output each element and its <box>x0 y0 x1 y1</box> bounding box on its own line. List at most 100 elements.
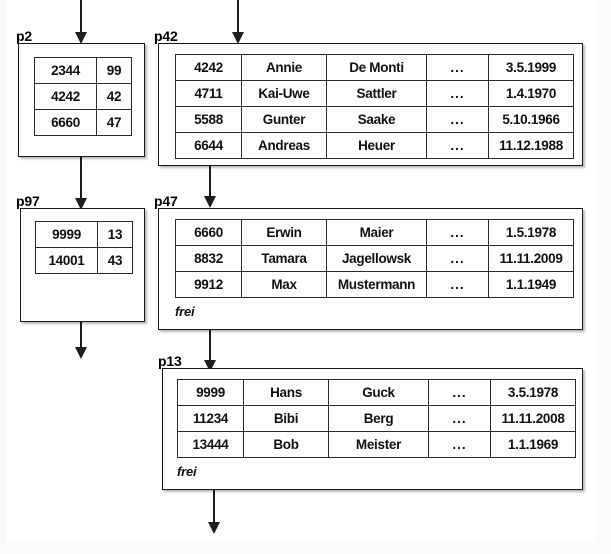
cell-id: 5588 <box>175 106 242 133</box>
cell-lastname: Berg <box>328 405 429 432</box>
cell-key: 2344 <box>34 57 97 84</box>
table-row[interactable]: 6660 Erwin Maier ... 1.5.1978 <box>175 219 574 246</box>
page-label-p13: p13 <box>158 353 182 369</box>
page-label-p42: p42 <box>154 28 178 44</box>
cell-lastname: Maier <box>326 219 427 246</box>
cell-id: 9912 <box>175 271 242 298</box>
table-row[interactable]: 14001 43 <box>35 247 133 274</box>
cell-id: 8832 <box>175 245 242 272</box>
record-table-p42: 4242 Annie De Monti ... 3.5.1999 4711 Ka… <box>175 54 574 159</box>
arrow-into-p2 <box>75 0 87 44</box>
table-row[interactable]: 9999 13 <box>35 221 133 248</box>
cell-key: 6660 <box>34 109 97 136</box>
page-label-p97: p97 <box>16 193 40 209</box>
page-block-p13[interactable]: 9999 Hans Guck ... 3.5.1978 11234 Bibi B… <box>162 368 583 490</box>
cell-pointer: 43 <box>97 247 133 274</box>
cell-pointer: 42 <box>96 83 132 110</box>
cell-ellipsis: ... <box>426 245 489 272</box>
cell-key: 9999 <box>35 221 98 248</box>
cell-firstname: Gunter <box>241 106 327 133</box>
cell-firstname: Andreas <box>241 132 327 159</box>
canvas-left-edge <box>0 0 6 554</box>
page-block-p97[interactable]: 9999 13 14001 43 <box>20 208 145 322</box>
table-row[interactable]: 6644 Andreas Heuer ... 11.12.1988 <box>175 132 574 159</box>
cell-ellipsis: ... <box>426 132 489 159</box>
cell-id: 4711 <box>175 80 242 107</box>
cell-firstname: Bob <box>243 431 329 458</box>
cell-date: 11.11.2009 <box>488 245 574 272</box>
cell-key: 4242 <box>34 83 97 110</box>
table-row[interactable]: 8832 Tamara Jagellowsk ... 11.11.2009 <box>175 245 574 272</box>
cell-pointer: 13 <box>97 221 133 248</box>
cell-lastname: De Monti <box>326 54 427 81</box>
cell-firstname: Erwin <box>241 219 327 246</box>
cell-pointer: 47 <box>96 109 132 136</box>
cell-date: 5.10.1966 <box>488 106 574 133</box>
arrow-into-p42 <box>232 0 244 44</box>
canvas-right-edge <box>595 0 611 554</box>
table-row[interactable]: 4711 Kai-Uwe Sattler ... 1.4.1970 <box>175 80 574 107</box>
cell-date: 3.5.1999 <box>488 54 574 81</box>
page-block-p47[interactable]: 6660 Erwin Maier ... 1.5.1978 8832 Tamar… <box>158 208 583 330</box>
cell-firstname: Annie <box>241 54 327 81</box>
cell-firstname: Bibi <box>243 405 329 432</box>
table-row[interactable]: 4242 42 <box>34 83 132 110</box>
cell-date: 1.1.1969 <box>490 431 576 458</box>
cell-ellipsis: ... <box>426 271 489 298</box>
table-row[interactable]: 2344 99 <box>34 57 132 84</box>
canvas-bottom-edge <box>0 542 611 554</box>
cell-ellipsis: ... <box>426 106 489 133</box>
cell-pointer: 99 <box>96 57 132 84</box>
arrow-p13-down <box>208 490 220 534</box>
page-block-p2[interactable]: 2344 99 4242 42 6660 47 <box>18 43 145 157</box>
cell-key: 14001 <box>35 247 98 274</box>
cell-ellipsis: ... <box>426 54 489 81</box>
cell-firstname: Kai-Uwe <box>241 80 327 107</box>
cell-date: 1.4.1970 <box>488 80 574 107</box>
cell-id: 6660 <box>175 219 242 246</box>
cell-firstname: Tamara <box>241 245 327 272</box>
cell-lastname: Saake <box>326 106 427 133</box>
table-row[interactable]: 4242 Annie De Monti ... 3.5.1999 <box>175 54 574 81</box>
record-table-p13: 9999 Hans Guck ... 3.5.1978 11234 Bibi B… <box>177 379 576 458</box>
cell-ellipsis: ... <box>428 405 491 432</box>
cell-lastname: Guck <box>328 379 429 406</box>
cell-id: 9999 <box>177 379 244 406</box>
table-row[interactable]: 9912 Max Mustermann ... 1.1.1949 <box>175 271 574 298</box>
arrow-p2-to-p97 <box>75 156 87 210</box>
arrow-p47-to-p13 <box>204 330 216 372</box>
cell-ellipsis: ... <box>428 431 491 458</box>
cell-id: 6644 <box>175 132 242 159</box>
record-table-p2: 2344 99 4242 42 6660 47 <box>34 57 132 136</box>
cell-ellipsis: ... <box>426 219 489 246</box>
cell-date: 1.1.1949 <box>488 271 574 298</box>
cell-lastname: Mustermann <box>326 271 427 298</box>
table-row[interactable]: 9999 Hans Guck ... 3.5.1978 <box>177 379 576 406</box>
cell-id: 4242 <box>175 54 242 81</box>
cell-date: 11.11.2008 <box>490 405 576 432</box>
page-block-p42[interactable]: 4242 Annie De Monti ... 3.5.1999 4711 Ka… <box>158 43 583 166</box>
cell-firstname: Max <box>241 271 327 298</box>
cell-ellipsis: ... <box>426 80 489 107</box>
page-label-p2: p2 <box>16 28 32 44</box>
page-label-p47: p47 <box>154 193 178 209</box>
cell-ellipsis: ... <box>428 379 491 406</box>
cell-date: 3.5.1978 <box>490 379 576 406</box>
table-row[interactable]: 6660 47 <box>34 109 132 136</box>
table-row[interactable]: 13444 Bob Meister ... 1.1.1969 <box>177 431 576 458</box>
cell-id: 13444 <box>177 431 244 458</box>
cell-lastname: Heuer <box>326 132 427 159</box>
table-row[interactable]: 5588 Gunter Saake ... 5.10.1966 <box>175 106 574 133</box>
arrow-p97-down <box>75 321 87 359</box>
record-table-p97: 9999 13 14001 43 <box>35 221 133 274</box>
cell-date: 11.12.1988 <box>488 132 574 159</box>
cell-firstname: Hans <box>243 379 329 406</box>
free-space-label-p47: frei <box>175 304 195 319</box>
free-space-label-p13: frei <box>177 464 197 479</box>
table-row[interactable]: 11234 Bibi Berg ... 11.11.2008 <box>177 405 576 432</box>
cell-lastname: Meister <box>328 431 429 458</box>
arrow-p42-to-p47 <box>204 166 216 208</box>
cell-lastname: Jagellowsk <box>326 245 427 272</box>
cell-date: 1.5.1978 <box>488 219 574 246</box>
